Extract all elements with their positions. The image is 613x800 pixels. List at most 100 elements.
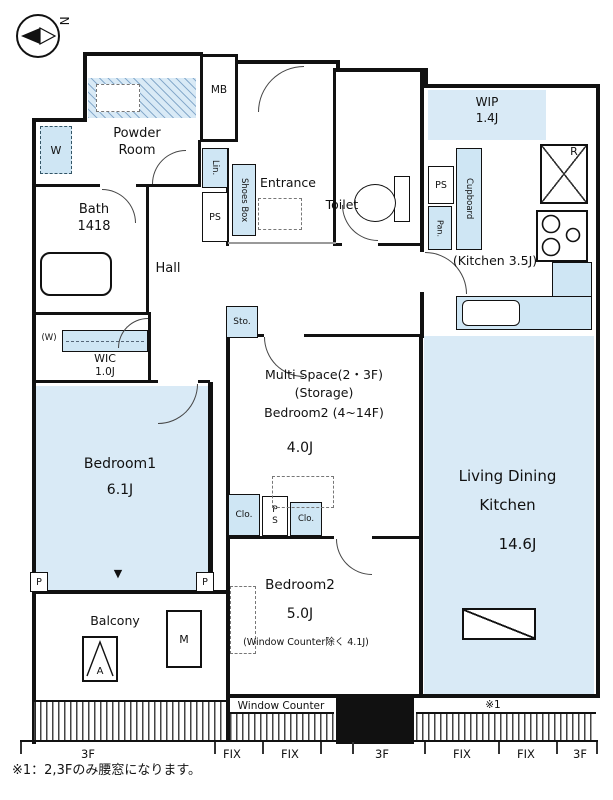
bottom-marker-3f-2: 3F	[375, 747, 389, 761]
wall-balcony-right	[226, 594, 230, 742]
wall-powder-bath-1	[34, 184, 100, 187]
wall-powder-right	[198, 140, 201, 187]
bottom-marker-fix-4: FIX	[517, 747, 535, 761]
pillar	[336, 694, 414, 744]
wall-step2	[424, 68, 428, 88]
bottom-marker-fix-1: FIX	[223, 747, 241, 761]
bottom-marker-fix-2: FIX	[281, 747, 299, 761]
compass	[16, 14, 60, 58]
window-band-center	[230, 712, 334, 740]
wall-bath-bottom	[34, 312, 151, 315]
dim-tick	[498, 742, 500, 754]
ldk-size: 14.6J	[498, 535, 537, 553]
meter-box-m: M	[166, 610, 202, 668]
bathtub	[40, 252, 112, 296]
bedroom2-dashed-box	[230, 586, 256, 654]
wall-bedroom1-top-1	[34, 380, 158, 383]
wall-bedroom1-top-2	[198, 380, 210, 383]
aircon-label: A	[96, 666, 104, 677]
powder-room-label-1: Powder	[113, 126, 161, 141]
toilet-tank	[394, 176, 410, 222]
step-mark: ▼	[113, 567, 123, 580]
closet-left: Clo.	[228, 494, 260, 536]
balcony-railing	[34, 700, 226, 740]
bottom-marker-3f-3: 3F	[573, 747, 587, 761]
fridge-label: R	[570, 145, 578, 158]
wall-multi-top-2	[304, 334, 420, 337]
dim-tick	[20, 742, 22, 754]
kitchen-label: (Kitchen 3.5J)	[452, 253, 538, 268]
wic-shelf-dash	[66, 341, 144, 342]
wall-powder-left	[83, 52, 87, 122]
compass-north-label: N	[56, 16, 71, 26]
aircon-box	[82, 636, 118, 682]
bath-size: 1418	[77, 219, 111, 234]
wall-closet-bottom-1	[226, 536, 334, 539]
compass-needle-icon	[21, 27, 57, 45]
window-counter-label: Window Counter	[237, 700, 325, 712]
dim-tick	[352, 742, 354, 754]
multi-space-label-3: Bedroom2 (4~14F)	[264, 405, 384, 420]
dim-tick	[556, 742, 558, 754]
ps-entrance-box: PS	[202, 192, 228, 242]
wall-toilet-bottom-2	[378, 243, 424, 246]
entrance-label: Entrance	[259, 175, 316, 190]
wip-size: 1.4J	[475, 111, 499, 125]
meter-box-mb	[200, 54, 238, 142]
door-arc-bedroom2	[336, 539, 372, 575]
wall-multi-left	[226, 334, 230, 594]
wall-left-outer	[32, 118, 36, 744]
wic-label: WIC	[94, 352, 116, 365]
wall-right-top	[424, 84, 600, 88]
dim-tick	[214, 742, 216, 754]
dim-tick	[262, 742, 264, 754]
kitchen-sink	[462, 300, 520, 326]
ldk-label-2: Kitchen	[479, 496, 536, 514]
window-band-right	[416, 712, 596, 740]
bedroom2-label: Bedroom2	[265, 577, 335, 593]
bottom-marker-3f-1: 3F	[81, 747, 95, 761]
powder-sink	[96, 84, 140, 112]
wall-powder-bath-2	[136, 184, 200, 187]
balcony-label: Balcony	[90, 613, 140, 628]
shoes-box: Shoes Box	[232, 164, 256, 236]
door-arc-wic	[118, 318, 148, 348]
multi-space-label-2: (Storage)	[294, 385, 354, 400]
wall-bedroom1-bottom	[32, 590, 230, 594]
wall-closet-bottom-2	[372, 536, 420, 539]
ldk-floor	[424, 336, 594, 694]
washer-box: W	[40, 126, 72, 174]
linen-box: Lin.	[202, 148, 228, 188]
wall-toilet-left	[333, 68, 336, 246]
bedroom2-size: 5.0J	[286, 606, 314, 622]
dim-tick	[320, 742, 322, 754]
entrance-step-line	[228, 242, 336, 244]
pantry-box: Pan.	[428, 206, 452, 250]
wall-topleft-step	[32, 118, 87, 122]
cupboard-box: Cupboard	[456, 148, 482, 250]
wall-corridor-right-upper	[420, 68, 424, 252]
wall-powder-top	[83, 52, 203, 56]
pole-right: P	[196, 572, 214, 592]
wall-wic-right	[148, 315, 151, 382]
wall-ldk-left	[419, 336, 423, 696]
bedroom1-label: Bedroom1	[83, 456, 157, 472]
wall-ldk-bottom	[228, 694, 600, 698]
wall-corridor-right-lower	[420, 292, 424, 338]
wall-toilet-top	[336, 68, 428, 72]
ps-kitchen-box: PS	[428, 166, 454, 204]
stove-box	[536, 210, 588, 262]
wall-step1	[336, 60, 340, 72]
pole-left: P	[30, 572, 48, 592]
bottom-marker-fix-3: FIX	[453, 747, 471, 761]
ground-line	[20, 740, 598, 742]
storage-box: Sto.	[226, 306, 258, 338]
tv-board	[462, 608, 536, 640]
powder-room-label-2: Room	[118, 143, 156, 158]
wip-area	[428, 90, 546, 140]
mb-label: MB	[210, 84, 228, 96]
hall-label: Hall	[155, 261, 181, 276]
bath-label: Bath	[78, 202, 110, 217]
wic-w-label: (W)	[41, 333, 57, 343]
